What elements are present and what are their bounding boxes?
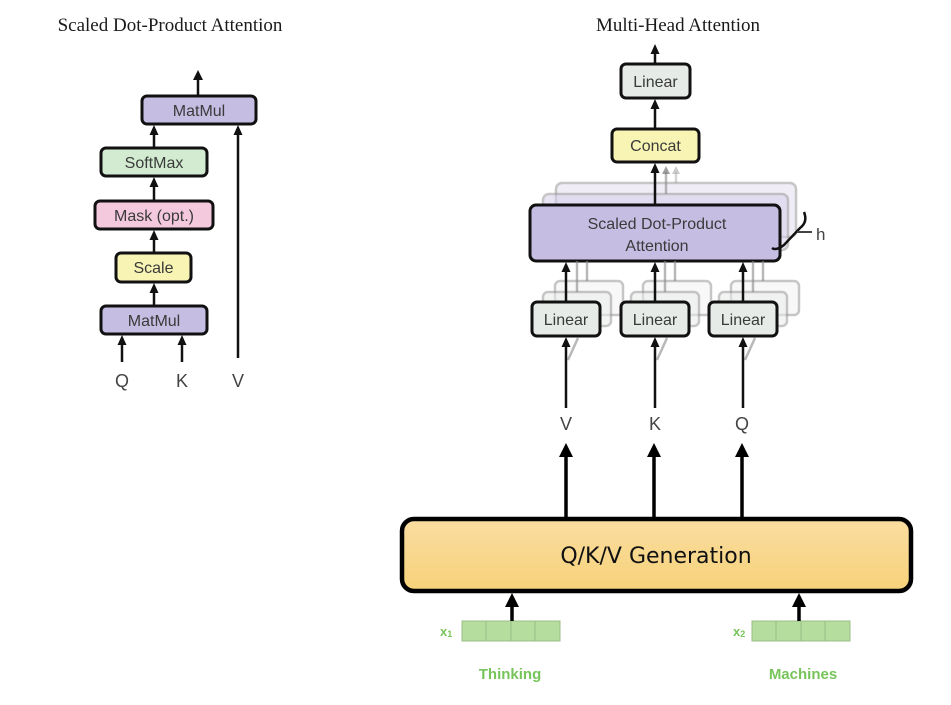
- arrow-linear-k-sdpa: [650, 262, 660, 302]
- linear-v-label: Linear: [544, 312, 589, 329]
- matmul-top-label: MatMul: [173, 103, 225, 120]
- left-v-label: V: [232, 371, 244, 391]
- arrow-gen-v: [559, 443, 573, 518]
- arrow-softmax-matmul: [149, 125, 159, 148]
- arrow-linear-v-sdpa: [561, 262, 571, 302]
- mask-block: Mask (opt.): [93, 199, 215, 231]
- arrow-sdpa-concat: [650, 163, 660, 205]
- qkv-generation-label: Q/K/V Generation: [560, 544, 751, 569]
- arrow-matmul-scale: [149, 283, 159, 306]
- sdpa-label-line1: Scaled Dot-Product: [588, 216, 727, 233]
- concat-block: Concat: [610, 127, 701, 164]
- multi-head-attention-diagram: Multi-Head Attention Linear Concat: [528, 15, 825, 434]
- arrow-gen-k: [647, 443, 661, 518]
- word-thinking: Thinking: [479, 666, 542, 683]
- token-thinking: x1 Thinking: [440, 593, 561, 683]
- output-arrow: [193, 70, 203, 96]
- left-k-label: K: [176, 371, 188, 391]
- left-title: Scaled Dot-Product Attention: [58, 15, 283, 36]
- right-title: Multi-Head Attention: [596, 15, 761, 36]
- mha-output-arrow: [650, 44, 660, 64]
- arrow-x1-gen: [505, 593, 519, 621]
- arrow-x2-gen: [792, 593, 806, 621]
- qkv-generation-section: Q/K/V Generation x1 Thinking x2: [399, 443, 914, 683]
- x1-label: x1: [440, 624, 452, 639]
- mask-label: Mask (opt.): [114, 208, 194, 225]
- softmax-block: SoftMax: [99, 146, 209, 178]
- heads-brace: h: [771, 211, 825, 251]
- arrow-v-matmul: [233, 125, 243, 358]
- arrow-k: [177, 335, 187, 362]
- matmul-bottom-label: MatMul: [128, 313, 180, 330]
- concat-ghost-arrows: [662, 166, 680, 194]
- left-q-label: Q: [115, 371, 129, 391]
- qkv-generation-block: Q/K/V Generation: [399, 516, 914, 594]
- arrow-q: [117, 335, 127, 362]
- sdpa-block: Scaled Dot-Product Attention: [528, 203, 782, 263]
- word-machines: Machines: [769, 666, 837, 683]
- concat-label: Concat: [630, 138, 681, 155]
- linear-k-label: Linear: [633, 312, 678, 329]
- arrow-gen-q: [735, 443, 749, 518]
- matmul-bottom-block: MatMul: [99, 304, 209, 336]
- linear-input-ghost-lines: [566, 337, 757, 361]
- scale-label: Scale: [133, 260, 173, 277]
- softmax-label: SoftMax: [125, 155, 184, 172]
- linear-q-label: Linear: [721, 312, 766, 329]
- heads-label: h: [816, 225, 825, 244]
- linear-v-block: Linear: [530, 300, 602, 338]
- arrow-mask-softmax: [149, 177, 159, 201]
- arrow-v-linear: [561, 337, 571, 408]
- sdpa-label-line2: Attention: [625, 238, 688, 255]
- right-k-label: K: [649, 414, 661, 434]
- embedding-vector-x1: [461, 620, 561, 642]
- embedding-vector-x2: [751, 620, 851, 642]
- right-v-label: V: [560, 414, 572, 434]
- x2-label: x2: [733, 624, 745, 639]
- arrow-concat-linear: [650, 99, 660, 129]
- linear-k-block: Linear: [619, 300, 691, 338]
- arrow-q-linear: [738, 337, 748, 408]
- linear-sdpa-ghost-lines: [575, 261, 765, 292]
- scale-block: Scale: [114, 251, 193, 284]
- right-q-label: Q: [735, 414, 749, 434]
- linear-output-label: Linear: [633, 74, 678, 91]
- scaled-dot-product-diagram: Scaled Dot-Product Attention MatMul Soft…: [58, 15, 283, 391]
- arrow-linear-q-sdpa: [738, 262, 748, 302]
- arrow-scale-mask: [149, 230, 159, 253]
- linear-q-block: Linear: [707, 300, 779, 338]
- linear-output-block: Linear: [619, 62, 692, 100]
- arrow-k-linear: [650, 337, 660, 408]
- token-machines: x2 Machines: [733, 593, 851, 683]
- matmul-top-block: MatMul: [140, 94, 258, 126]
